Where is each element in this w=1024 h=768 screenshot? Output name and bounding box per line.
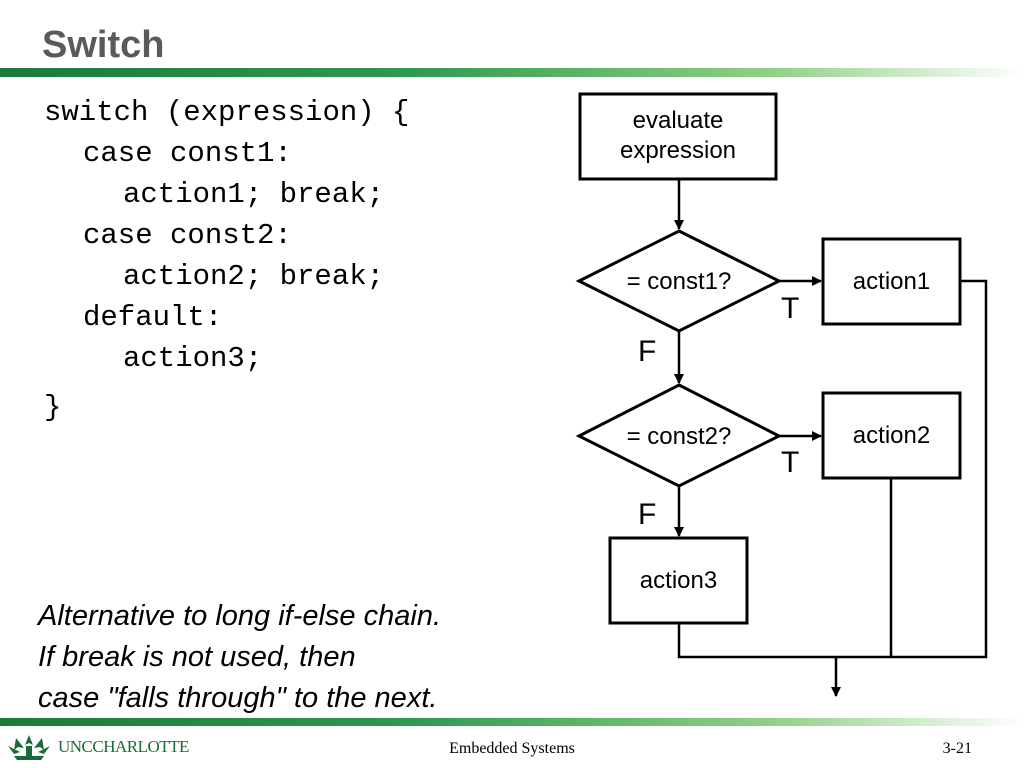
action1-label: action1 [852, 268, 931, 295]
true-label-decision2: T [781, 446, 800, 479]
note-line: Alternative to long if-else chain. [38, 600, 441, 632]
footer-rule [0, 718, 1024, 726]
note-line: case "falls through" to the next. [38, 682, 438, 714]
note: Alternative to long if-else chain. If br… [38, 596, 441, 719]
code-line: } [44, 391, 62, 424]
action3-label: action3 [639, 567, 718, 594]
evaluate-label: evaluate expression [580, 106, 776, 166]
code-block: switch (expression) { case const1: actio… [44, 92, 409, 428]
code-line: switch (expression) { [44, 96, 410, 129]
action2-box [821, 391, 962, 480]
page-number: 3-21 [942, 740, 972, 757]
evaluate-label-line: evaluate [632, 107, 724, 134]
evaluate-label-line: expression [619, 137, 737, 164]
code-line: case const2: [83, 219, 292, 252]
decision2-label: = const2? [626, 423, 732, 450]
code-line: default: [83, 301, 223, 334]
crown-icon [8, 735, 50, 760]
code-line: action1; break; [123, 178, 385, 211]
footer-course: Embedded Systems [449, 740, 575, 757]
slide-title: Switch [42, 24, 165, 66]
action2-label: action2 [852, 422, 931, 449]
false-label-decision1: F [638, 335, 657, 368]
false-label-decision2: F [638, 498, 657, 531]
code-line: action3; [123, 342, 263, 375]
connector-action1-exit [836, 279, 988, 659]
title-rule [0, 68, 1024, 77]
logo-text: UNCCHARLOTTE [58, 737, 189, 756]
note-line: If break is not used, then [38, 641, 356, 673]
university-logo: UNCCHARLOTTE [6, 732, 189, 762]
connector-action3-exit [677, 623, 836, 659]
true-label-decision1: T [781, 292, 800, 325]
decision1-label: = const1? [626, 268, 732, 295]
code-line: case const1: [83, 137, 292, 170]
code-line: action2; break; [123, 260, 385, 293]
